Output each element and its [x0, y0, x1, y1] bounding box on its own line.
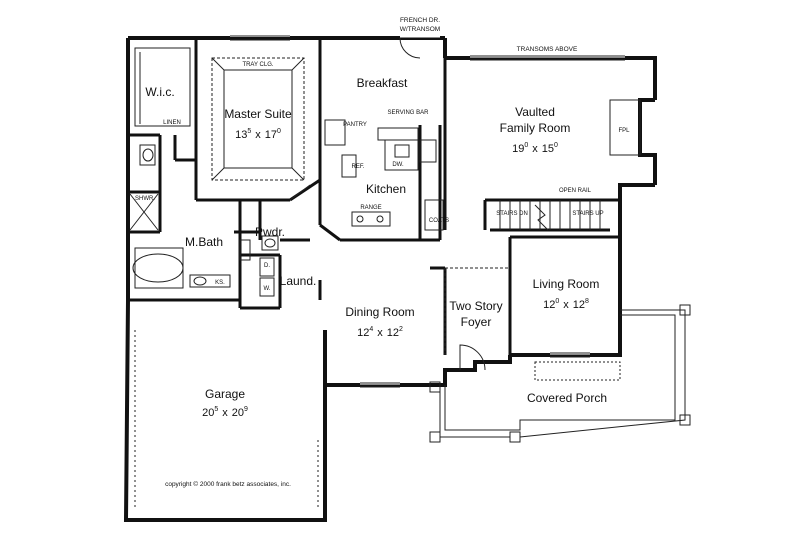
- label-coats: COATS: [429, 218, 449, 224]
- label-family-room-2: Family Room: [500, 121, 571, 135]
- label-breakfast: Breakfast: [357, 76, 408, 90]
- label-foyer-1: Two Story: [449, 299, 502, 313]
- label-wic: W.i.c.: [145, 85, 174, 99]
- label-living: Living Room: [533, 277, 600, 291]
- label-french-dr: FRENCH DR.: [400, 17, 440, 24]
- label-dw: DW.: [392, 162, 404, 168]
- label-transoms-above: TRANSOMS ABOVE: [517, 46, 578, 53]
- label-d: D.: [264, 263, 270, 269]
- label-laund: Laund.: [280, 274, 317, 288]
- label-dining: Dining Room: [345, 305, 414, 319]
- label-master-suite: Master Suite: [224, 107, 292, 121]
- label-open-rail: OPEN RAIL: [559, 188, 592, 194]
- label-tray-clg: TRAY CLG.: [242, 62, 273, 68]
- label-fpl: FPL: [618, 128, 630, 134]
- label-transom: W/TRANSOM: [400, 26, 440, 33]
- label-shwr: SHWR.: [135, 196, 155, 202]
- label-linen: LINEN: [163, 120, 181, 126]
- label-stairs-up: STAIRS UP: [572, 211, 603, 217]
- copyright-text: copyright © 2000 frank betz associates, …: [165, 480, 291, 488]
- label-family-room-1: Vaulted: [515, 105, 555, 119]
- label-covered-porch: Covered Porch: [527, 391, 607, 405]
- label-range: RANGE: [360, 205, 381, 211]
- label-ks: KS.: [215, 280, 225, 286]
- label-serving-bar: SERVING BAR: [388, 110, 430, 116]
- label-w: W.: [264, 286, 271, 292]
- label-mbath: M.Bath: [185, 235, 223, 249]
- label-garage: Garage: [205, 387, 245, 401]
- fixtures: [129, 34, 691, 510]
- label-foyer-2: Foyer: [461, 315, 492, 329]
- label-pwdr: Pwdr.: [255, 225, 285, 239]
- label-pantry: PANTRY: [343, 122, 367, 128]
- label-ref: REF.: [351, 164, 364, 170]
- label-kitchen: Kitchen: [366, 182, 406, 196]
- label-stairs-dn: STAIRS DN: [496, 211, 528, 217]
